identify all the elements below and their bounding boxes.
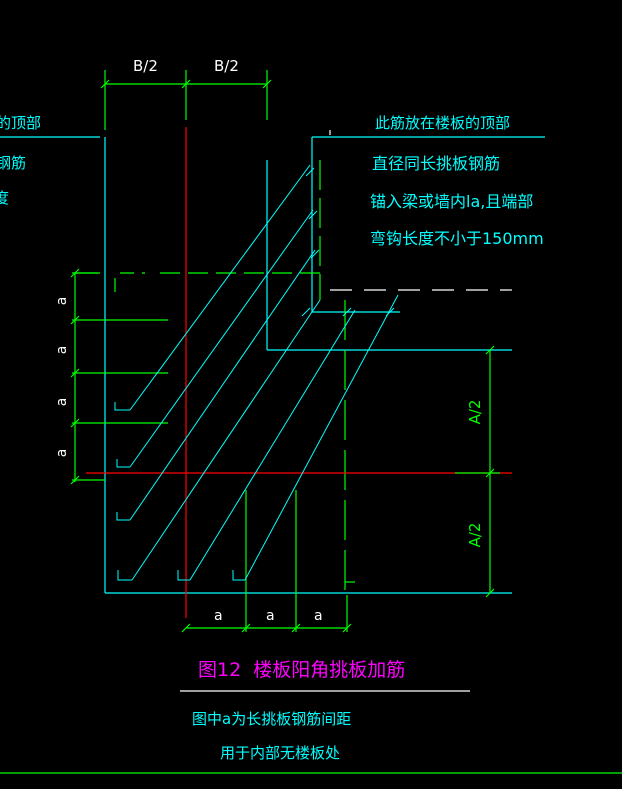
- diagonal-rebars: [114, 164, 399, 581]
- caption-note-2: 用于内部无楼板处: [220, 744, 340, 762]
- left-note-1: 的顶部: [0, 114, 41, 132]
- bottom-dimension: [181, 490, 352, 633]
- left-dimension: [70, 268, 168, 485]
- dim-left-3: a: [54, 398, 70, 407]
- dim-bottom-3: a: [314, 608, 323, 624]
- axis-lines: [86, 127, 512, 618]
- left-note-3: 度: [0, 189, 9, 207]
- dim-right-upper: A/2: [466, 400, 484, 425]
- dim-right-lower: A/2: [466, 523, 484, 548]
- figure-title: 图12 楼板阳角挑板加筋: [198, 659, 405, 681]
- top-dimension: [100, 70, 272, 130]
- dim-top-right: B/2: [214, 57, 239, 75]
- dim-left-1: a: [54, 297, 70, 306]
- dim-bottom-2: a: [266, 608, 275, 624]
- dim-top-left: B/2: [133, 57, 158, 75]
- right-note-3: 锚入梁或墙内la,且端部: [370, 192, 533, 211]
- right-note-1: 此筋放在楼板的顶部: [375, 114, 510, 132]
- slab-dashed: [75, 160, 355, 590]
- right-note-4: 弯钩长度不小于150mm: [370, 229, 544, 248]
- right-note-2: 直径同长挑板钢筋: [372, 154, 500, 173]
- right-dimension: [455, 345, 500, 598]
- slab-outline: [0, 136, 545, 594]
- white-dashed: [329, 130, 512, 291]
- rebar-ticks: [301, 167, 395, 317]
- dim-bottom-1: a: [214, 608, 223, 624]
- caption-note-1: 图中a为长挑板钢筋间距: [192, 710, 351, 728]
- dim-left-4: a: [54, 449, 70, 458]
- dim-left-2: a: [54, 346, 70, 355]
- left-note-2: 钢筋: [0, 154, 26, 172]
